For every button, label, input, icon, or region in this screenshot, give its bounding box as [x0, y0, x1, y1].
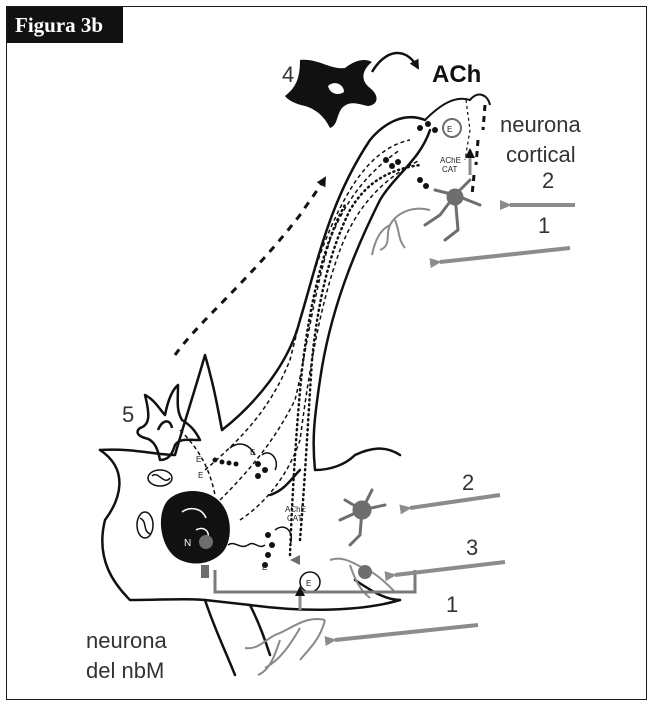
cortical-terminal [425, 95, 490, 195]
number-1-top: 1 [538, 213, 550, 238]
number-1-bottom: 1 [446, 592, 458, 617]
number-4: 4 [282, 62, 294, 87]
gray-fiber-1-bottom [245, 619, 325, 675]
number-5: 5 [122, 402, 134, 427]
neuron-5 [138, 385, 200, 460]
svg-text:E: E [198, 471, 203, 480]
svg-text:E: E [250, 448, 255, 457]
neuron-4 [285, 60, 377, 128]
dashed-arrow-5 [175, 178, 325, 355]
vesicle-chains [213, 121, 439, 568]
achecat-bottom-2: CAT [287, 514, 303, 523]
synapse-e-label: E [306, 579, 311, 588]
terminal-e-label: E [447, 125, 452, 134]
nbm-label-2: del nbM [86, 658, 164, 683]
number-3: 3 [466, 535, 478, 560]
gray-neuron-bottom [340, 490, 385, 545]
axonal-dotted-lines [290, 165, 420, 555]
nucleus: N [161, 491, 230, 564]
ach-label: ACh [432, 61, 481, 88]
nbm-label-1: neurona [86, 628, 168, 653]
achecat-bottom-1: AChE [285, 505, 306, 514]
cortical-label-2: cortical [506, 142, 576, 167]
gray-triangle-small [290, 555, 300, 565]
dendrite-spiral [228, 544, 265, 547]
achecat-top-1: AChE [440, 156, 461, 165]
gray-fiber-1-top [372, 209, 430, 255]
number-2-bottom: 2 [462, 470, 474, 495]
axonal-transport-lines [180, 140, 420, 520]
svg-text:N: N [184, 538, 191, 549]
arrow-4-to-ach [372, 53, 418, 72]
svg-text:E: E [262, 563, 267, 572]
svg-text:E: E [196, 455, 201, 464]
number-2-top: 2 [542, 168, 554, 193]
achecat-top-2: CAT [442, 165, 458, 174]
cortical-label-1: neurona [500, 112, 582, 137]
